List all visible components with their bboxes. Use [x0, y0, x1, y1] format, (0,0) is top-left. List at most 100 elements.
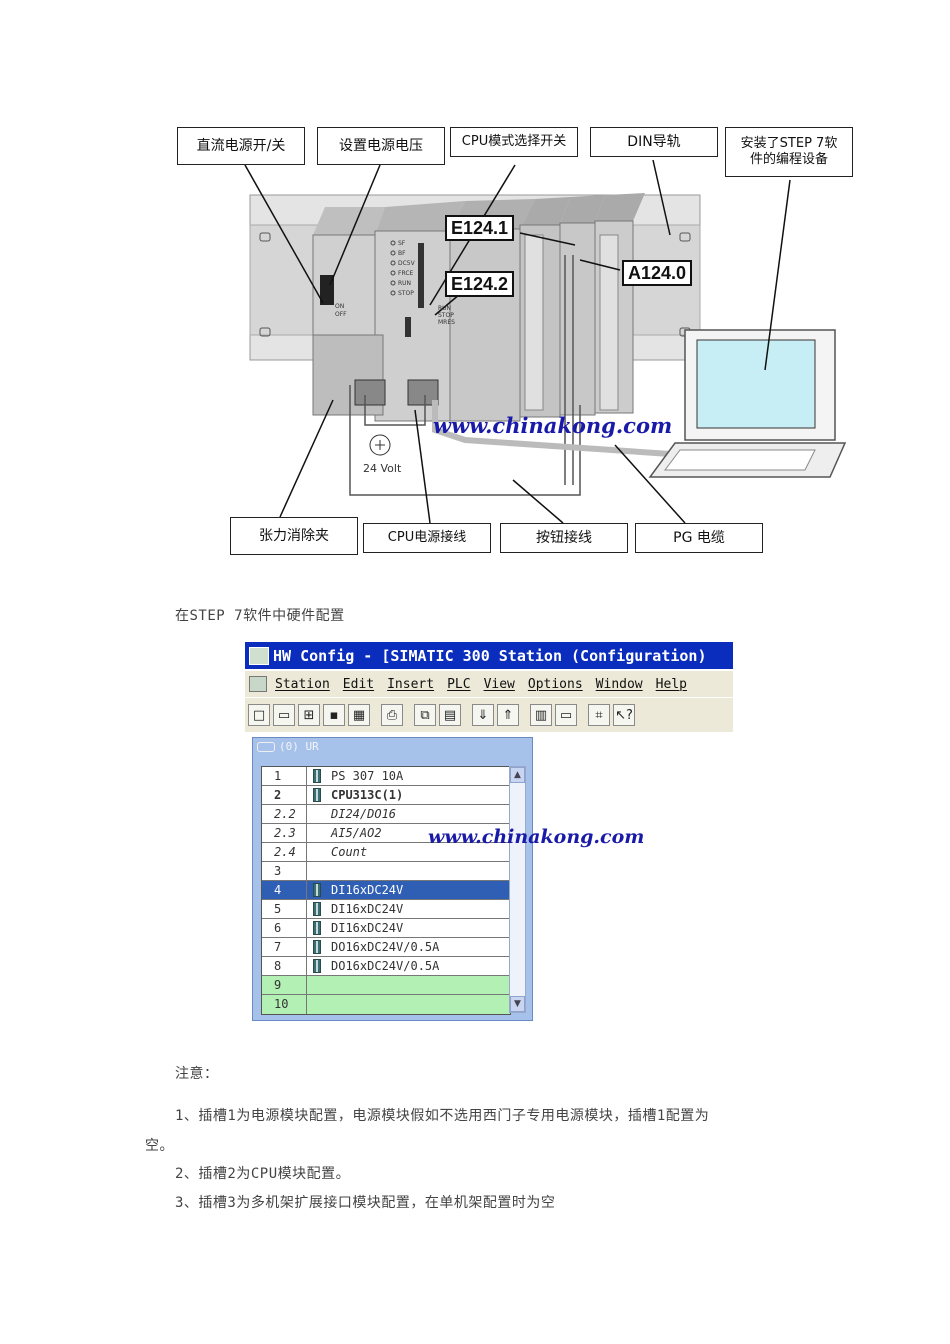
table-row[interactable]: 3: [262, 862, 510, 881]
module-name: CPU313C(1): [331, 788, 404, 802]
module-name: DO16xDC24V/0.5A: [331, 959, 440, 973]
callout-din-rail: DIN导轨: [590, 127, 718, 157]
led-dc5v: DC5V: [398, 260, 415, 267]
paste-icon[interactable]: ▤: [439, 704, 461, 726]
menu-insert[interactable]: Insert: [387, 676, 435, 692]
led-run: RUN: [398, 280, 412, 287]
callout-button-wiring: 按钮接线: [500, 523, 628, 553]
netpro-icon[interactable]: ⌗: [588, 704, 610, 726]
module-icon: [313, 769, 321, 783]
table-row[interactable]: 9: [262, 976, 510, 995]
callout-pg-cable: PG 电缆: [635, 523, 763, 553]
module-icon: [313, 940, 321, 954]
module-name: AI5/AO2: [331, 826, 382, 840]
menu-plc[interactable]: PLC: [447, 676, 471, 692]
upload-icon[interactable]: ⇑: [497, 704, 519, 726]
slot-number: 2.4: [262, 843, 307, 861]
callout-pg: 安装了STEP 7软 件的编程设备: [725, 127, 853, 177]
module-icon: [313, 807, 321, 821]
slot-number: 2: [262, 786, 307, 804]
scroll-down-icon[interactable]: ▼: [510, 996, 525, 1012]
callout-pg-line2: 件的编程设备: [749, 152, 828, 167]
copy-icon[interactable]: ⧉: [414, 704, 436, 726]
vertical-scrollbar[interactable]: ▲ ▼: [509, 766, 526, 1013]
table-row[interactable]: 2 CPU313C(1): [262, 786, 510, 805]
hwconfig-watermark: www.chinakong.com: [428, 826, 645, 848]
led-stop: STOP: [398, 290, 414, 297]
menu-options[interactable]: Options: [527, 676, 583, 692]
voltage-label: 24 Volt: [363, 462, 402, 475]
menu-bar: Station Edit Insert PLC View Options Win…: [245, 671, 733, 697]
module-name: DI24/DO16: [331, 807, 397, 821]
menu-station[interactable]: Station: [275, 676, 330, 692]
rack-icon: [257, 741, 275, 752]
window-title: HW Config - [SIMATIC 300 Station (Config…: [273, 646, 707, 665]
caption-hw-config: 在STEP 7软件中硬件配置: [175, 608, 345, 624]
notes-heading: 注意：: [175, 1066, 219, 1082]
slot-number: 10: [262, 995, 307, 1014]
print-icon[interactable]: ⎙: [381, 704, 403, 726]
save-icon[interactable]: ▪: [323, 704, 345, 726]
hardware-diagram: 直流电源开/关 设置电源电压 CPU模式选择开关 DIN导轨 安装了STEP 7…: [175, 125, 865, 560]
catalog-icon[interactable]: ▥: [530, 704, 552, 726]
menu-window[interactable]: Window: [595, 676, 643, 692]
callout-cpu-wiring: CPU电源接线: [363, 523, 491, 553]
module-name: DI16xDC24V: [331, 921, 404, 935]
menu-app-icon: [249, 676, 267, 692]
hwconfig-window: HW Config - [SIMATIC 300 Station (Config…: [245, 642, 733, 1026]
table-row[interactable]: 6 DI16xDC24V: [262, 919, 510, 938]
compile-icon[interactable]: ▦: [348, 704, 370, 726]
slot-number: 9: [262, 976, 307, 994]
new-icon[interactable]: □: [248, 704, 270, 726]
slot-number: 7: [262, 938, 307, 956]
mode-stop: STOP: [438, 312, 454, 319]
menu-help[interactable]: Help: [655, 676, 687, 692]
note-item-2: 2、插槽2为CPU模块配置。: [175, 1166, 351, 1182]
cpu-mode-labels: RUN STOP MRES: [438, 305, 455, 326]
table-row[interactable]: 2.2 DI24/DO16: [262, 805, 510, 824]
note-item-3: 3、插槽3为多机架扩展接口模块配置，在单机架配置时为空: [175, 1195, 556, 1211]
slot-number: 6: [262, 919, 307, 937]
led-sf: SF: [398, 240, 406, 247]
app-icon: [249, 646, 269, 665]
module-name: DO16xDC24V/0.5A: [331, 940, 440, 954]
led-bf: BF: [398, 250, 406, 257]
plc-illustration: [244, 159, 847, 524]
download-icon[interactable]: ⇓: [472, 704, 494, 726]
help-pointer-icon[interactable]: ↖?: [613, 704, 635, 726]
module-icon: [313, 902, 321, 916]
table-row[interactable]: 7 DO16xDC24V/0.5A: [262, 938, 510, 957]
module-icon: [313, 845, 321, 859]
callout-voltage: 设置电源电压: [317, 127, 445, 165]
note-item-1: 1、插槽1为电源模块配置，电源模块假如不选用西门子专用电源模块，插槽1配置为: [175, 1108, 710, 1124]
callout-dc-switch: 直流电源开/关: [177, 127, 305, 165]
network-icon[interactable]: ⊞: [298, 704, 320, 726]
psu-on-label: ON: [335, 303, 345, 310]
tag-e124-1: E124.1: [445, 215, 515, 241]
psu-off-label: OFF: [335, 311, 347, 318]
window-icon[interactable]: ▭: [555, 704, 577, 726]
scroll-up-icon[interactable]: ▲: [510, 767, 525, 783]
mode-mres: MRES: [438, 319, 455, 326]
table-row[interactable]: 8 DO16xDC24V/0.5A: [262, 957, 510, 976]
slot-number: 2.2: [262, 805, 307, 823]
scroll-track[interactable]: [510, 783, 525, 996]
callout-strain-relief: 张力消除夹: [230, 517, 358, 555]
menu-edit[interactable]: Edit: [342, 676, 375, 692]
slot-number: 8: [262, 957, 307, 975]
slot-number: 3: [262, 862, 307, 880]
table-row[interactable]: 10: [262, 995, 510, 1014]
open-icon[interactable]: ▭: [273, 704, 295, 726]
rack-name: (0) UR: [279, 740, 319, 753]
module-name: DI16xDC24V: [331, 902, 404, 916]
callout-mode-switch: CPU模式选择开关: [450, 127, 578, 157]
hwconfig-titlebar[interactable]: HW Config - [SIMATIC 300 Station (Config…: [245, 642, 733, 669]
menu-view[interactable]: View: [483, 676, 515, 692]
